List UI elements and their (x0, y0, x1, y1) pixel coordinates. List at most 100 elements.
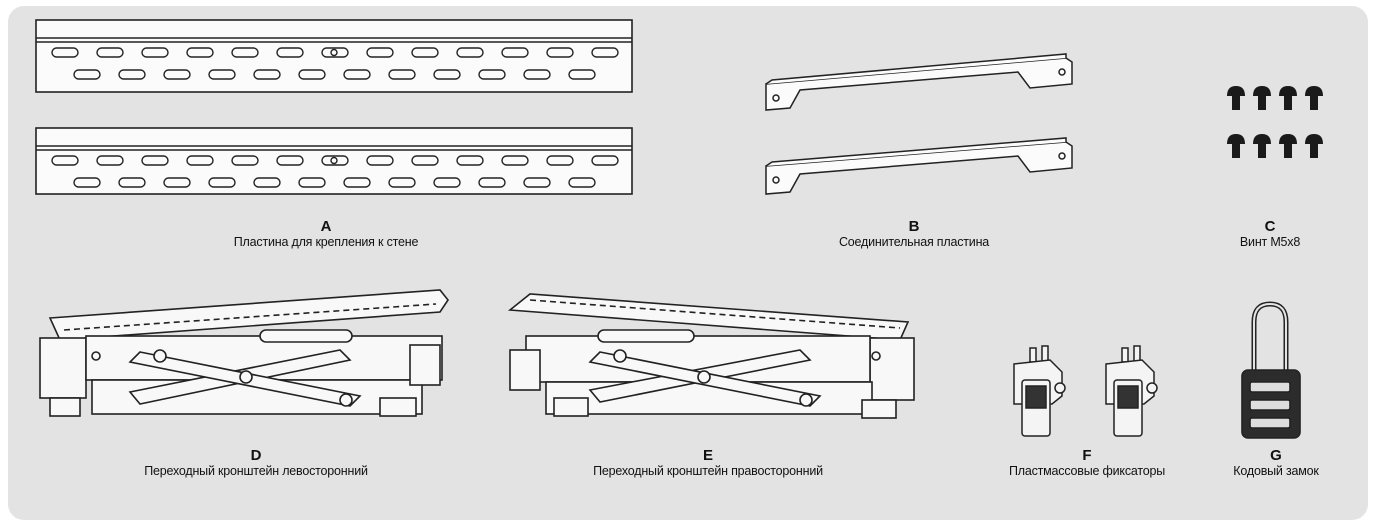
plate-slot (523, 177, 551, 188)
plate-slot (231, 47, 259, 58)
screw-shank (1232, 144, 1240, 158)
part-g-caption: Кодовый замок (1233, 464, 1319, 478)
part-c-letter: C (1264, 218, 1276, 235)
plate-slot (546, 47, 574, 58)
plate-slot (96, 47, 124, 58)
part-e-label: E Переходный кронштейн правосторонний (548, 447, 868, 478)
part-d-label: D Переходный кронштейн левосторонний (96, 447, 416, 478)
part-d-letter: D (250, 447, 262, 464)
plate-slot (388, 177, 416, 188)
plate-slot (366, 155, 394, 166)
plate-slot (73, 69, 101, 80)
plate-slot (298, 69, 326, 80)
plate-slot (321, 47, 349, 58)
plate-slot (276, 155, 304, 166)
plate-slot (501, 155, 529, 166)
plate-slot (321, 155, 349, 166)
plastic-clip-left (1013, 345, 1066, 437)
part-c-label: C Винт M5x8 (1210, 218, 1330, 249)
plate-slot (568, 177, 596, 188)
plate-slot (51, 47, 79, 58)
plate-slot (253, 69, 281, 80)
plate-slot (208, 177, 236, 188)
wall-plate-upper (35, 19, 633, 93)
plate-slot (298, 177, 326, 188)
plate-slot (96, 155, 124, 166)
plastic-clip-right (1105, 345, 1158, 437)
plate-slot (388, 69, 416, 80)
plate-slot (51, 155, 79, 166)
screw-icon (1305, 134, 1323, 144)
plate-slot (478, 177, 506, 188)
combination-lock (1241, 301, 1301, 439)
plate-slot (73, 177, 101, 188)
part-d-caption: Переходный кронштейн левосторонний (144, 464, 368, 478)
part-f-caption: Пластмассовые фиксаторы (1008, 464, 1166, 478)
plate-slot (456, 155, 484, 166)
plate-slot (546, 155, 574, 166)
screw-shank (1310, 96, 1318, 110)
plate-slot (231, 155, 259, 166)
part-f-label: F Пластмассовые фиксаторы (982, 447, 1192, 478)
plate-slot (186, 47, 214, 58)
plate-slot (141, 155, 169, 166)
adapter-bracket-right (507, 293, 915, 419)
part-a-caption: Пластина для крепления к стене (233, 235, 419, 249)
plate-slot (343, 177, 371, 188)
screw-shank (1258, 96, 1266, 110)
plate-slot (591, 155, 619, 166)
screw-icon (1279, 134, 1297, 144)
plate-slot (591, 47, 619, 58)
plate-slot (501, 47, 529, 58)
plate-center-hole (330, 156, 338, 165)
screw-icon (1253, 86, 1271, 96)
plate-slot (433, 69, 461, 80)
plate-slot (411, 155, 439, 166)
screw-icon (1227, 134, 1245, 144)
plate-slot (253, 177, 281, 188)
wall-plate-lower (35, 127, 633, 195)
plate-slot (433, 177, 461, 188)
part-e-letter: E (702, 447, 713, 464)
plate-slot (118, 69, 146, 80)
plate-slot (163, 177, 191, 188)
screw-icon (1253, 134, 1271, 144)
screw-shank (1284, 144, 1292, 158)
plate-slot (163, 69, 191, 80)
screw-icon (1227, 86, 1245, 96)
plate-slot (456, 47, 484, 58)
plate-slot (411, 47, 439, 58)
plate-slot (186, 155, 214, 166)
part-a-letter: A (320, 218, 332, 235)
plate-center-hole (330, 48, 338, 57)
part-b-label: B Соединительная пластина (794, 218, 1034, 249)
part-g-letter: G (1270, 447, 1282, 464)
plate-slot (208, 69, 236, 80)
screw-shank (1310, 144, 1318, 158)
plate-slot (568, 69, 596, 80)
part-c-caption: Винт M5x8 (1239, 235, 1301, 249)
part-f-letter: F (1082, 447, 1092, 464)
screw-shank (1284, 96, 1292, 110)
adapter-bracket-left (39, 289, 449, 417)
part-b-letter: B (908, 218, 920, 235)
screw-set (1227, 86, 1323, 158)
part-g-label: G Кодовый замок (1206, 447, 1346, 478)
screw-shank (1232, 96, 1240, 110)
part-a-label: A Пластина для крепления к стене (196, 218, 456, 249)
plate-slot (343, 69, 371, 80)
screw-icon (1279, 86, 1297, 96)
screw-shank (1258, 144, 1266, 158)
part-e-caption: Переходный кронштейн правосторонний (593, 464, 823, 478)
plate-slot (523, 69, 551, 80)
connecting-plate-upper (765, 53, 1073, 111)
plate-slot (118, 177, 146, 188)
connecting-plate-lower (765, 137, 1073, 195)
plate-slot (141, 47, 169, 58)
screw-icon (1305, 86, 1323, 96)
plate-slot (366, 47, 394, 58)
part-b-caption: Соединительная пластина (838, 235, 990, 249)
plate-slot (276, 47, 304, 58)
plate-slot (478, 69, 506, 80)
